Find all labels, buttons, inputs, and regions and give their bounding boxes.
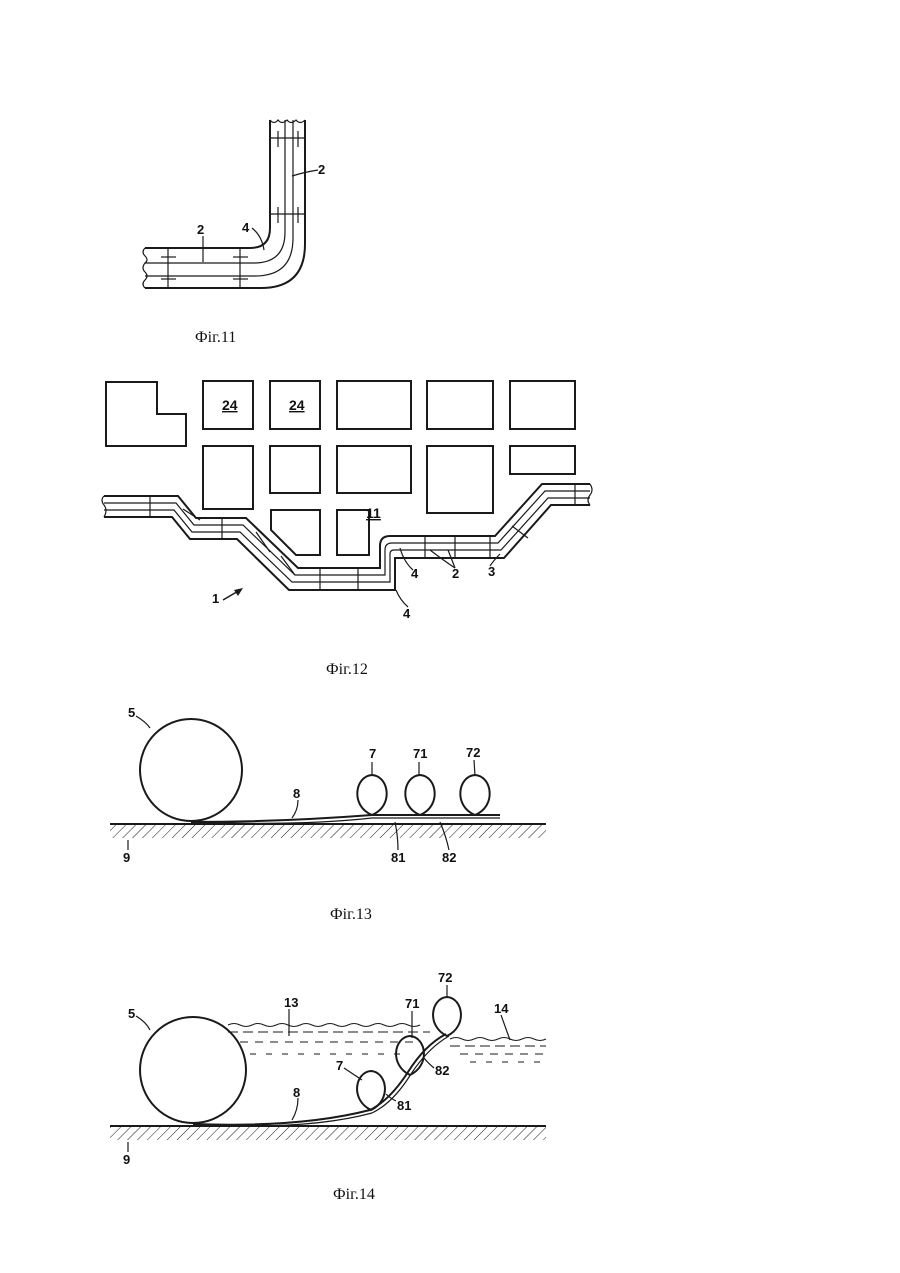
figure-11: 2 2 4 Фіг.11 <box>143 120 325 346</box>
city-block <box>510 446 575 474</box>
ground-hatch <box>110 1126 546 1140</box>
figure-13-caption: Фіг.13 <box>330 906 372 923</box>
ground-label: 9 <box>123 1152 130 1167</box>
link-2-label: 82 <box>442 850 456 865</box>
ground-hatch <box>110 824 546 838</box>
figure-14: 5 13 14 8 9 7 71 72 81 82 Фіг.14 <box>110 970 546 1203</box>
figure-12-caption: Фіг.12 <box>326 661 368 678</box>
city-block <box>337 510 369 555</box>
link-1-label: 81 <box>397 1098 411 1113</box>
ground-label: 9 <box>123 850 130 865</box>
drum-label: 5 <box>128 1006 135 1021</box>
l-shaped-pipe-bundle <box>143 120 305 288</box>
bend-upper-label: 4 <box>411 566 419 581</box>
block-label-a: 24 <box>222 397 238 413</box>
joint-label: 3 <box>488 564 495 579</box>
block-label-b: 24 <box>289 397 305 413</box>
city-block <box>337 446 411 493</box>
float-72 <box>460 775 489 815</box>
pipe-top-label: 2 <box>318 162 325 177</box>
segment-label: 2 <box>452 566 459 581</box>
float-7 <box>357 775 386 815</box>
float-1-label: 7 <box>336 1058 343 1073</box>
figure-12: 24 24 11 4 4 2 3 1 Фіг.12 <box>102 381 592 678</box>
pipe-drum <box>140 719 242 821</box>
float-2-label: 71 <box>413 746 427 761</box>
pipe-drum <box>140 1017 246 1123</box>
city-block <box>270 446 320 493</box>
city-blocks <box>106 381 575 555</box>
pipe-label: 8 <box>293 786 300 801</box>
city-block <box>203 446 253 509</box>
link-2-label: 82 <box>435 1063 449 1078</box>
city-block <box>337 381 411 429</box>
float-71 <box>405 775 434 815</box>
city-block <box>106 382 186 446</box>
water-surface-label: 13 <box>284 995 298 1010</box>
pipe-label: 8 <box>293 1085 300 1100</box>
city-block <box>510 381 575 429</box>
area-label: 11 <box>366 505 381 521</box>
system-label: 1 <box>212 591 219 606</box>
float-3-label: 72 <box>466 745 480 760</box>
figure-14-caption: Фіг.14 <box>333 1186 375 1203</box>
system-arrow <box>223 588 243 600</box>
bend-label: 4 <box>242 220 250 235</box>
city-block <box>427 381 493 429</box>
float-3-label: 72 <box>438 970 452 985</box>
bend-lower-label: 4 <box>403 606 411 621</box>
float-1-label: 7 <box>369 746 376 761</box>
pipe-left-label: 2 <box>197 222 204 237</box>
water-body <box>228 1024 546 1063</box>
link-1-label: 81 <box>391 850 405 865</box>
city-block <box>427 446 493 513</box>
figure-11-caption: Фіг.11 <box>195 329 236 346</box>
figure-13: 5 8 9 7 71 72 81 82 Фіг.13 <box>110 705 546 923</box>
drum-label: 5 <box>128 705 135 720</box>
float-2-label: 71 <box>405 996 419 1011</box>
water-body-label: 14 <box>494 1001 509 1016</box>
pipe-clamps <box>161 131 305 288</box>
float-72 <box>433 997 461 1036</box>
